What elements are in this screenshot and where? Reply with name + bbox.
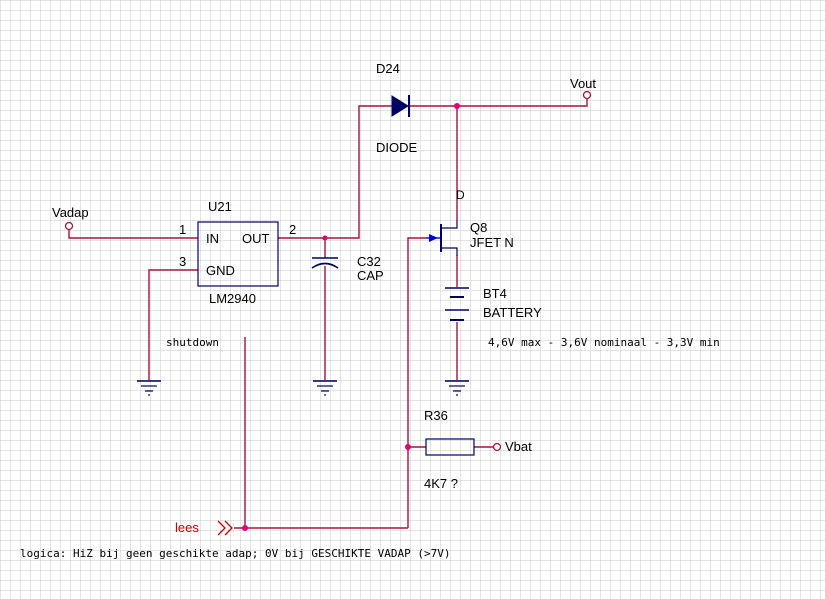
junction-lees — [242, 525, 248, 531]
ground-symbol-battery — [445, 380, 469, 396]
regulator-pin3-number: 3 — [179, 254, 186, 269]
ground-symbol-capacitor — [313, 380, 337, 396]
junction-gate — [405, 444, 411, 450]
wire-out-diode — [278, 105, 392, 239]
note-battery-range: 4,6V max - 3,6V nominaal - 3,3V min — [488, 336, 720, 349]
note-logic: logica: HiZ bij geen geschikte adap; 0V … — [20, 547, 450, 560]
net-label-vbat: Vbat — [505, 439, 532, 454]
resistor-body[interactable] — [425, 438, 475, 456]
capacitor-ref: C32 — [357, 254, 381, 269]
lees-connector-icon[interactable] — [217, 520, 233, 536]
net-label-lees: lees — [175, 520, 199, 535]
diode-value: DIODE — [376, 140, 418, 155]
junction-cap — [322, 235, 328, 241]
jfet-pin-d-label: D — [456, 188, 465, 202]
wire-diode-vout — [408, 98, 588, 107]
wires — [68, 98, 588, 529]
regulator-pin-out-label: OUT — [242, 231, 270, 246]
net-label-vadap: Vadap — [52, 205, 89, 220]
terminal-vadap[interactable] — [64, 221, 74, 231]
regulator-pin2-number: 2 — [289, 222, 296, 237]
regulator-value: LM2940 — [209, 291, 256, 306]
regulator-pin-gnd-label: GND — [206, 263, 235, 278]
battery-ref: BT4 — [483, 286, 507, 301]
terminal-vbat[interactable] — [492, 442, 502, 452]
capacitor-value: CAP — [357, 268, 384, 283]
diode-symbol[interactable] — [391, 95, 410, 117]
battery-value: BATTERY — [483, 305, 542, 320]
terminal-vout[interactable] — [582, 90, 592, 100]
jfet-symbol[interactable] — [426, 220, 458, 256]
net-label-vout: Vout — [570, 76, 596, 91]
wire-gate — [407, 237, 426, 528]
wire-vadap-in — [68, 230, 198, 239]
jfet-ref: Q8 — [470, 220, 487, 235]
resistor-ref: R36 — [424, 408, 448, 423]
resistor-value: 4K7 ? — [424, 476, 458, 491]
regulator-pin-in-label: IN — [206, 231, 219, 246]
junction-vout — [454, 103, 460, 109]
capacitor-symbol[interactable] — [311, 257, 339, 269]
jfet-value: JFET N — [470, 235, 514, 250]
ground-symbol-regulator — [137, 380, 161, 396]
wire-gnd-regulator — [148, 269, 198, 380]
regulator-ref: U21 — [208, 199, 232, 214]
regulator-pin1-number: 1 — [179, 222, 186, 237]
battery-symbol[interactable] — [445, 287, 469, 321]
diode-ref: D24 — [376, 61, 400, 76]
net-label-shutdown: shutdown — [166, 336, 219, 349]
regulator-body[interactable] — [197, 221, 279, 287]
